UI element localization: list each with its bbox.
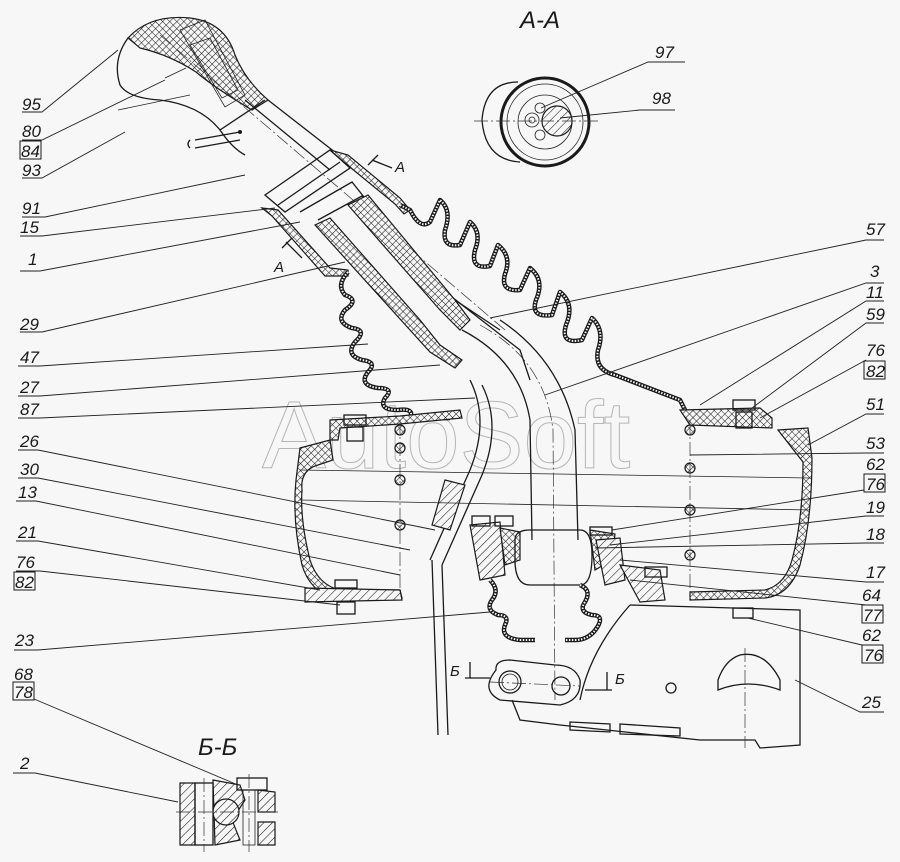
callout-59: 59 — [866, 305, 885, 324]
section-b-marker-right: Б — [615, 671, 625, 688]
callout-95: 95 — [22, 95, 41, 114]
callout-76-left: 76 — [16, 553, 35, 572]
callout-64: 64 — [862, 586, 881, 605]
callout-25: 25 — [861, 693, 881, 712]
section-a-markers: А А — [273, 154, 405, 276]
section-aa-view: А-А 97 98 — [474, 7, 685, 168]
callout-3: 3 — [870, 262, 880, 281]
shift-knob — [116, 16, 270, 156]
callout-80: 80 — [22, 122, 41, 141]
callout-53: 53 — [866, 434, 885, 453]
section-a-marker-bottom: А — [273, 259, 284, 276]
callout-30: 30 — [20, 460, 39, 479]
housing — [294, 399, 813, 601]
lever-lower — [429, 319, 579, 736]
rubber-boot — [338, 197, 693, 422]
callout-51: 51 — [866, 395, 885, 414]
callout-76-right-b: 76 — [866, 475, 885, 494]
callout-62-right-a: 62 — [866, 455, 885, 474]
section-b-markers: Б Б — [450, 662, 625, 691]
callout-27: 27 — [19, 378, 39, 397]
section-aa-title: А-А — [518, 7, 560, 34]
callout-21: 21 — [17, 523, 37, 542]
callouts-left: 95 80 84 93 91 15 1 29 47 27 87 26 30 13… — [12, 49, 491, 803]
callout-98: 98 — [652, 89, 671, 108]
callout-93: 93 — [22, 161, 41, 180]
section-bb-view: Б-Б — [176, 734, 280, 852]
callout-19: 19 — [866, 498, 885, 517]
callout-82-right: 82 — [866, 362, 885, 381]
callout-91: 91 — [22, 199, 41, 218]
callout-82-left: 82 — [15, 573, 34, 592]
callout-78: 78 — [14, 683, 33, 702]
callout-13: 13 — [18, 483, 37, 502]
callout-77: 77 — [863, 606, 882, 625]
callout-11: 11 — [866, 283, 884, 302]
callout-15: 15 — [20, 218, 39, 237]
callout-76-right-a: 76 — [866, 341, 885, 360]
callout-17: 17 — [866, 563, 885, 582]
ball-joint-base — [304, 515, 801, 749]
callout-84: 84 — [21, 142, 40, 161]
callout-97: 97 — [655, 43, 674, 62]
callout-1: 1 — [28, 250, 37, 269]
callout-62-right-b: 62 — [862, 626, 881, 645]
callout-2: 2 — [19, 754, 30, 773]
callout-29: 29 — [19, 315, 39, 334]
callout-57: 57 — [866, 220, 885, 239]
callout-68: 68 — [14, 665, 33, 684]
callout-47: 47 — [20, 348, 39, 367]
callouts-right: 57 3 11 59 76 82 51 53 62 76 19 18 17 64… — [489, 220, 886, 713]
callout-87: 87 — [20, 400, 39, 419]
section-a-marker-top: А — [394, 159, 405, 176]
section-bb-title: Б-Б — [198, 734, 237, 761]
section-b-marker-left: Б — [450, 663, 460, 680]
callout-18: 18 — [866, 525, 885, 544]
callout-23: 23 — [14, 631, 34, 650]
callout-76-right-c: 76 — [864, 646, 883, 665]
callout-26: 26 — [19, 432, 39, 451]
